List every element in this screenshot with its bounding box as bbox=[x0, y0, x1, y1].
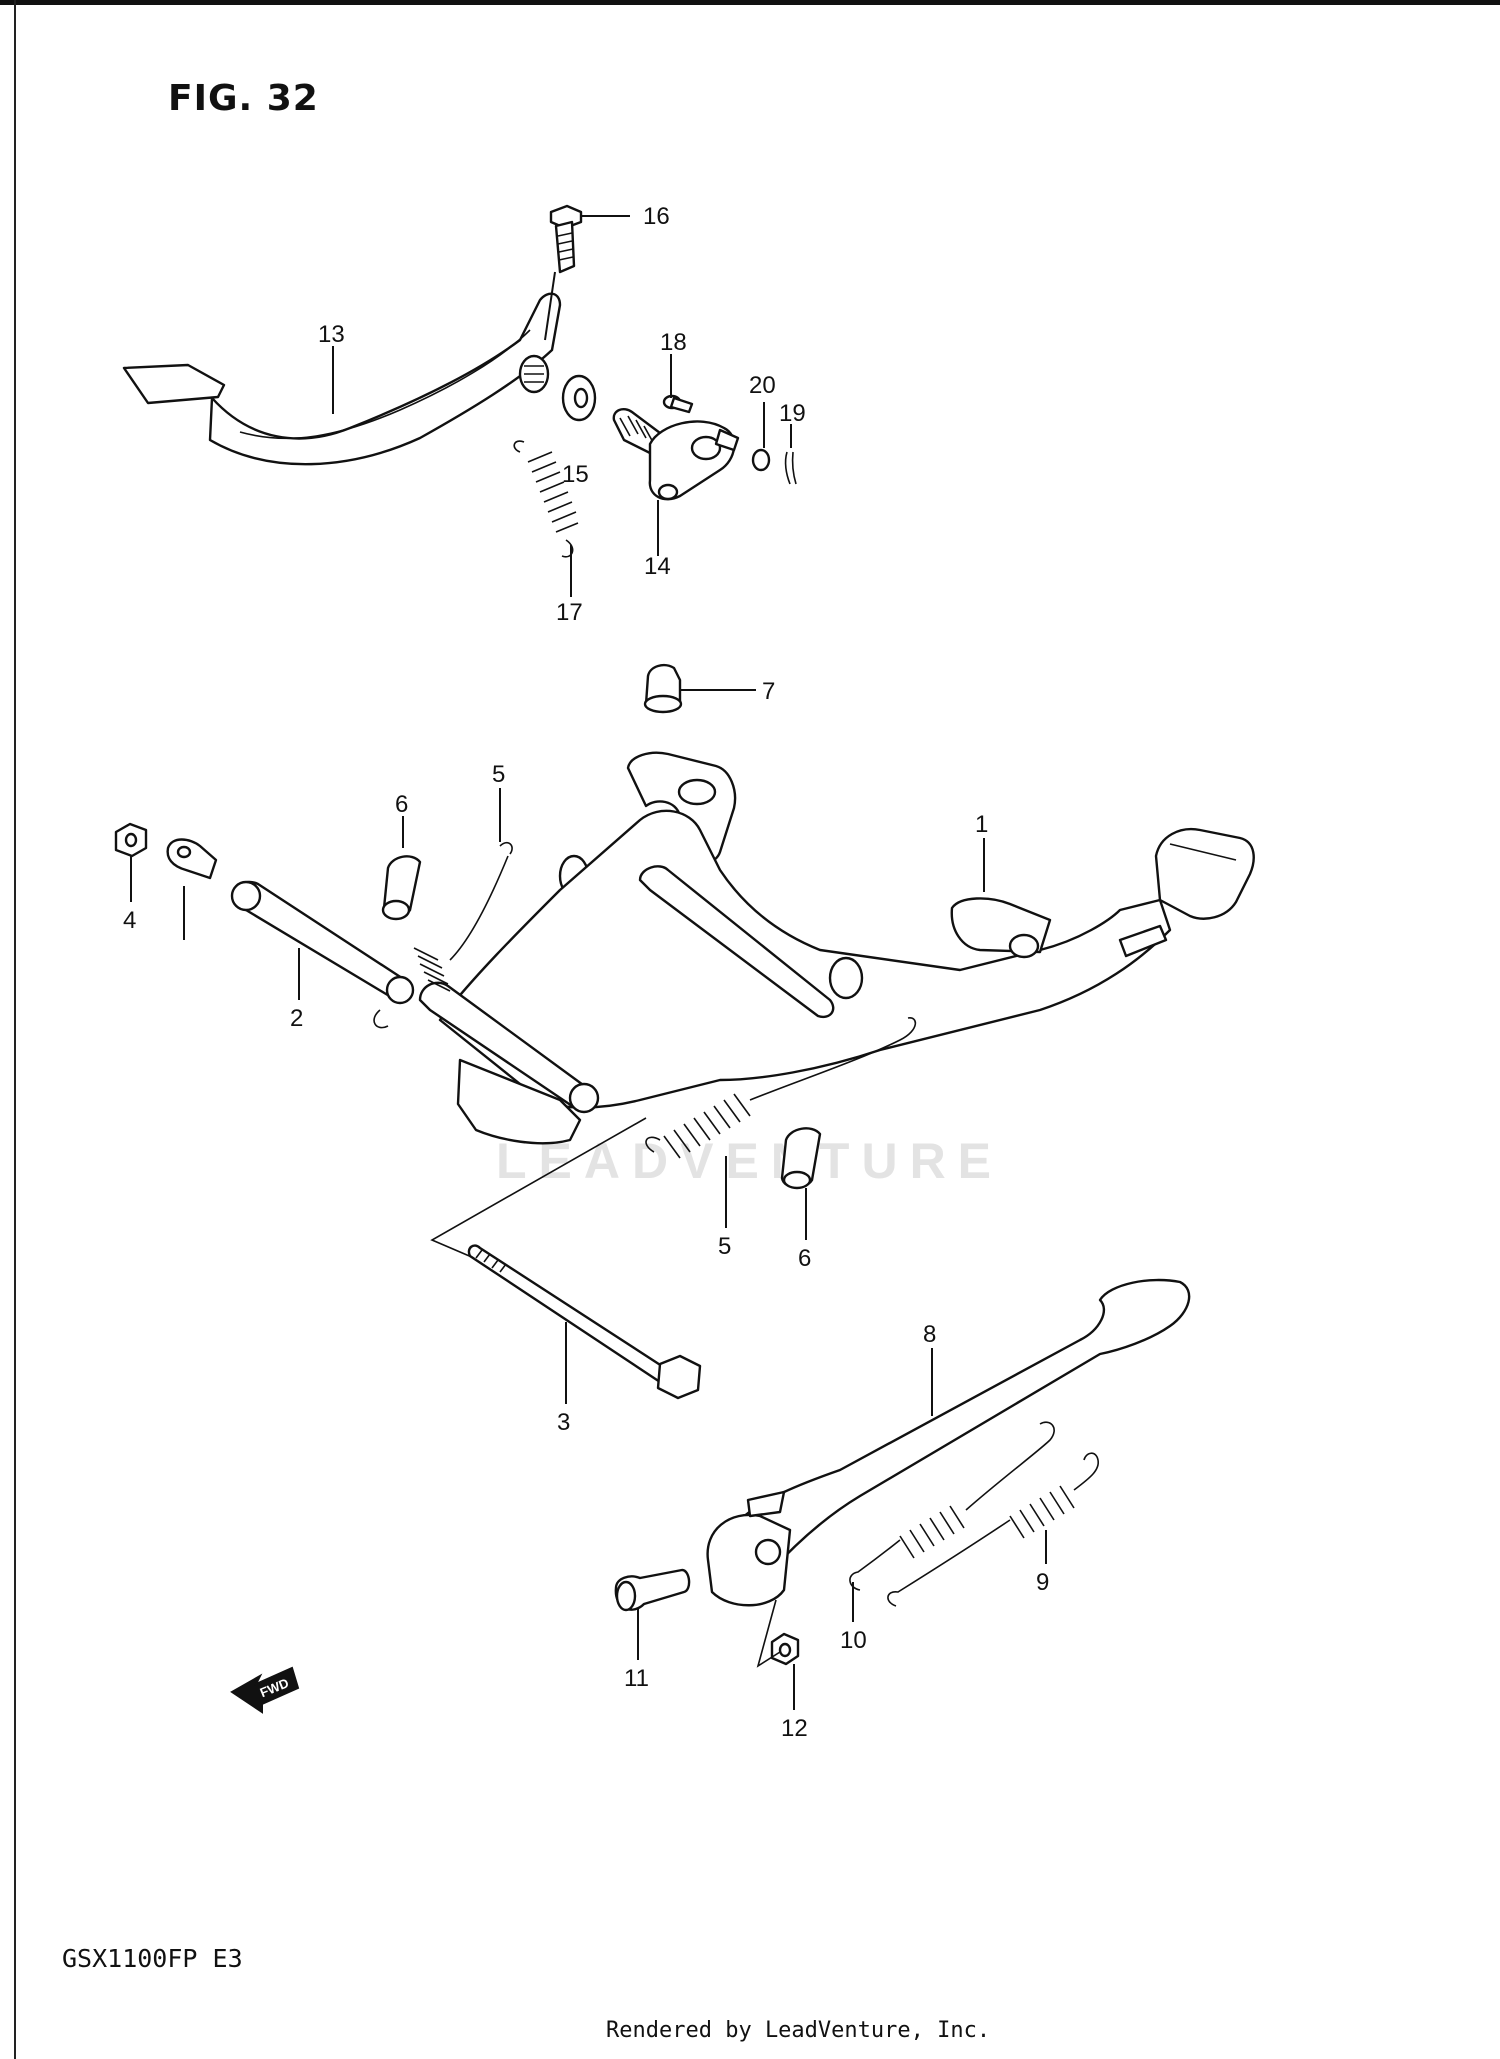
leader-16b bbox=[544, 271, 556, 341]
part-5-spring-lower[interactable] bbox=[645, 1017, 917, 1159]
part-3-long-bolt[interactable] bbox=[467, 1244, 702, 1400]
callout-1[interactable]: 1 bbox=[975, 811, 988, 838]
part-20-washer[interactable] bbox=[751, 448, 771, 472]
part-18-bolt[interactable] bbox=[662, 394, 694, 414]
assembly-guide-side bbox=[756, 1599, 781, 1668]
callout-7[interactable]: 7 bbox=[762, 678, 775, 705]
callout-6-lower[interactable]: 6 bbox=[798, 1245, 811, 1272]
part-4-clip[interactable] bbox=[166, 838, 218, 880]
part-13-brake-pedal[interactable] bbox=[122, 292, 562, 466]
part-6-collar-lower[interactable] bbox=[780, 1127, 822, 1190]
callout-5-lower[interactable]: 5 bbox=[718, 1233, 731, 1260]
callout-12[interactable]: 12 bbox=[781, 1715, 808, 1742]
part-11-pivot-bolt[interactable] bbox=[614, 1568, 691, 1612]
watermark-text: LEADVENTURE bbox=[496, 1133, 1004, 1189]
page-border-left bbox=[14, 0, 16, 2059]
part-2-pivot-shaft[interactable] bbox=[230, 880, 415, 1005]
render-credit: Rendered by LeadVenture, Inc. bbox=[606, 2018, 991, 2043]
callout-13[interactable]: 13 bbox=[318, 321, 345, 348]
part-1-center-stand[interactable] bbox=[418, 751, 1255, 1145]
part-16-bolt[interactable] bbox=[549, 204, 583, 274]
callout-18[interactable]: 18 bbox=[660, 329, 687, 356]
part-14-brake-shaft[interactable] bbox=[612, 408, 740, 501]
part-19-cotter-pin[interactable] bbox=[784, 451, 797, 485]
callout-3[interactable]: 3 bbox=[557, 1409, 570, 1436]
part-8-side-stand[interactable] bbox=[706, 1278, 1191, 1607]
callout-4[interactable]: 4 bbox=[123, 907, 136, 934]
callout-8[interactable]: 8 bbox=[923, 1321, 936, 1348]
callout-20[interactable]: 20 bbox=[749, 372, 776, 399]
part-7-stopper[interactable] bbox=[643, 664, 683, 714]
assembly-guide-line bbox=[430, 1117, 647, 1259]
page-border-top bbox=[0, 0, 1500, 5]
part-9-spring[interactable] bbox=[887, 1452, 1099, 1607]
callout-11[interactable]: 11 bbox=[624, 1665, 649, 1692]
part-4-nut[interactable] bbox=[114, 822, 148, 858]
callout-2[interactable]: 2 bbox=[290, 1005, 303, 1032]
callout-5-upper[interactable]: 5 bbox=[492, 761, 505, 788]
callout-15[interactable]: 15 bbox=[562, 461, 589, 488]
callout-14[interactable]: 14 bbox=[644, 553, 671, 580]
model-code: GSX1100FP E3 bbox=[62, 1944, 243, 1973]
figure-title: FIG. 32 bbox=[168, 78, 319, 119]
callout-16[interactable]: 16 bbox=[643, 203, 670, 230]
part-17-spring[interactable] bbox=[513, 440, 579, 558]
part-12-nut[interactable] bbox=[770, 1632, 800, 1666]
callout-6-upper[interactable]: 6 bbox=[395, 791, 408, 818]
callout-19[interactable]: 19 bbox=[779, 400, 806, 427]
fwd-arrow-icon: FWD bbox=[230, 1666, 300, 1714]
callout-9[interactable]: 9 bbox=[1036, 1569, 1049, 1596]
callout-17[interactable]: 17 bbox=[556, 599, 583, 626]
part-5-spring-upper[interactable] bbox=[373, 841, 513, 1029]
part-15-washer[interactable] bbox=[561, 374, 597, 422]
part-6-collar-upper[interactable] bbox=[381, 855, 422, 921]
callout-10[interactable]: 10 bbox=[840, 1627, 867, 1654]
